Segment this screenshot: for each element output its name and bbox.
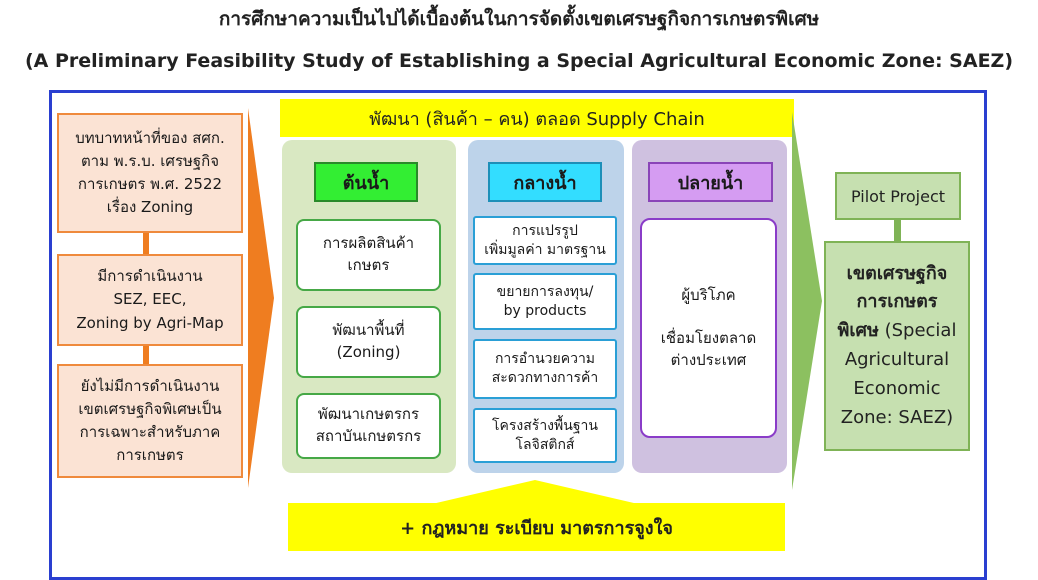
upstream-item-zoning: พัฒนาพื้นที่ (Zoning) xyxy=(296,306,441,378)
midstream-item-trade-text: การอำนวยความ สะดวกทางการค้า xyxy=(491,351,599,386)
upstream-item-zoning-text: พัฒนาพื้นที่ (Zoning) xyxy=(332,321,405,361)
midstream-item-logistics: โครงสร้างพื้นฐาน โลจิสติกส์ xyxy=(473,408,617,463)
title-thai: การศึกษาความเป็นไปได้เบื้องต้นในการจัดตั… xyxy=(218,8,820,30)
header-midstream: กลางน้ำ xyxy=(488,162,602,202)
midstream-item-investment-text: ขยายการลงทุน/ by products xyxy=(496,283,594,319)
saez-title: เขตเศรษฐกิจ การเกษตร พิเศษ xyxy=(837,262,948,342)
header-downstream: ปลายน้ำ xyxy=(648,162,773,202)
upstream-item-production-text: การผลิตสินค้า เกษตร xyxy=(322,234,415,274)
bottom-banner-text: + กฎหมาย ระเบียบ มาตรการจูงใจ xyxy=(400,517,673,539)
upstream-item-farmers-text: พัฒนาเกษตรกร สถาบันเกษตรกร xyxy=(315,405,422,445)
left-box-role: บทบาทหน้าที่ของ สศก. ตาม พ.ร.บ. เศรษฐกิจ… xyxy=(57,113,243,233)
title-english: (A Preliminary Feasibility Study of Esta… xyxy=(24,50,1014,72)
pilot-project-text: Pilot Project xyxy=(850,186,946,206)
downstream-item-consumer-text: ผู้บริโภค เชื่อมโยงตลาด ต่างประเทศ xyxy=(660,285,757,369)
header-midstream-text: กลางน้ำ xyxy=(513,172,577,194)
left-box-gap: ยังไม่มีการดำเนินงาน เขตเศรษฐกิจพิเศษเป็… xyxy=(57,364,243,478)
top-banner-text: พัฒนา (สินค้า – คน) ตลอด Supply Chain xyxy=(369,108,705,130)
header-downstream-text: ปลายน้ำ xyxy=(677,172,744,194)
orange-arrow xyxy=(248,108,274,488)
pilot-project-box: Pilot Project xyxy=(835,172,961,220)
midstream-item-processing: การแปรรูป เพิ่มมูลค่า มาตรฐาน xyxy=(473,216,617,265)
left-box-role-text: บทบาทหน้าที่ของ สศก. ตาม พ.ร.บ. เศรษฐกิจ… xyxy=(75,128,225,217)
midstream-item-trade: การอำนวยความ สะดวกทางการค้า xyxy=(473,339,617,399)
downstream-item-consumer: ผู้บริโภค เชื่อมโยงตลาด ต่างประเทศ xyxy=(640,218,777,438)
upstream-item-production: การผลิตสินค้า เกษตร xyxy=(296,219,441,291)
left-connector-1 xyxy=(143,232,149,256)
green-arrow xyxy=(792,112,822,490)
left-connector-2 xyxy=(143,345,149,365)
saez-box: เขตเศรษฐกิจ การเกษตร พิเศษ (Special Agri… xyxy=(824,241,970,451)
left-box-existing-text: มีการดำเนินงาน SEZ, EEC, Zoning by Agri-… xyxy=(76,267,224,332)
pilot-connector xyxy=(894,220,901,242)
bottom-banner: + กฎหมาย ระเบียบ มาตรการจูงใจ xyxy=(288,503,785,551)
yellow-up-arrow xyxy=(432,480,638,504)
midstream-item-processing-text: การแปรรูป เพิ่มมูลค่า มาตรฐาน xyxy=(484,222,606,258)
upstream-item-farmers: พัฒนาเกษตรกร สถาบันเกษตรกร xyxy=(296,393,441,459)
saez-english: (Special Agricultural Economic Zone: SAE… xyxy=(840,320,957,428)
midstream-item-investment: ขยายการลงทุน/ by products xyxy=(473,273,617,330)
left-box-existing: มีการดำเนินงาน SEZ, EEC, Zoning by Agri-… xyxy=(57,254,243,346)
header-upstream-text: ต้นน้ำ xyxy=(342,172,390,194)
left-box-gap-text: ยังไม่มีการดำเนินงาน เขตเศรษฐกิจพิเศษเป็… xyxy=(78,376,222,465)
header-upstream: ต้นน้ำ xyxy=(314,162,418,202)
midstream-item-logistics-text: โครงสร้างพื้นฐาน โลจิสติกส์ xyxy=(492,417,598,453)
top-banner: พัฒนา (สินค้า – คน) ตลอด Supply Chain xyxy=(280,99,794,137)
